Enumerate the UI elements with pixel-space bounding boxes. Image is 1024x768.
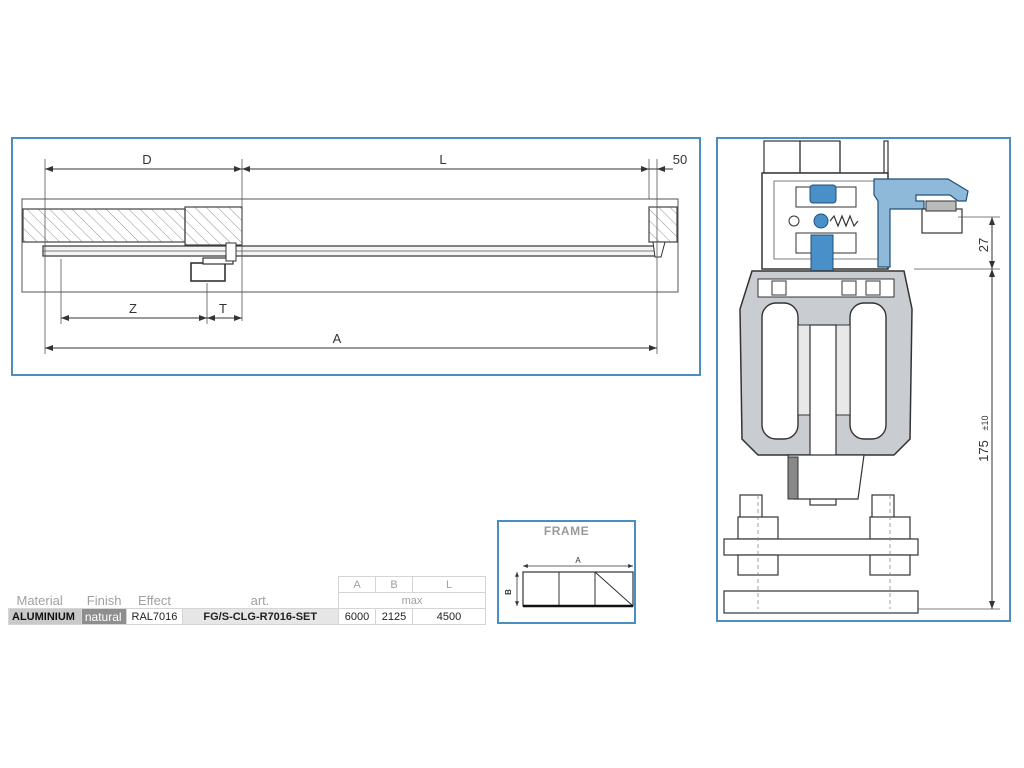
section-svg: 27 175 ±10 bbox=[723, 140, 1000, 614]
dim-label-A: A bbox=[333, 331, 342, 346]
carriage bbox=[190, 262, 226, 282]
header-L: L bbox=[412, 576, 486, 593]
cell-art: FG/S-CLG-R7016-SET bbox=[181, 608, 339, 625]
header-effect: Effect bbox=[137, 593, 171, 608]
spec-data-row: ALUMINIUM natural RAL7016 FG/S-CLG-R7016… bbox=[8, 608, 486, 625]
cell-A: 6000 bbox=[338, 608, 376, 625]
header-A: A bbox=[338, 576, 376, 593]
elevation-svg: D L 50 Z T A bbox=[21, 152, 687, 354]
bolt-shaft-highlight bbox=[810, 234, 834, 272]
wheel-left bbox=[761, 302, 799, 440]
spec-max-row: max bbox=[9, 592, 486, 609]
dim-label-D: D bbox=[142, 152, 151, 167]
dim-label-L: L bbox=[439, 152, 446, 167]
cell-material: ALUMINIUM bbox=[8, 608, 82, 625]
elevation-drawing: D L 50 Z T A bbox=[11, 137, 701, 376]
cell-finish: natural bbox=[80, 608, 128, 625]
wall-left bbox=[22, 208, 186, 243]
header-finish: Finish bbox=[86, 593, 122, 608]
frame-dim-A: A bbox=[575, 556, 581, 565]
header-material: Material bbox=[16, 593, 63, 608]
wall-right bbox=[648, 206, 678, 243]
header-art: art. bbox=[250, 593, 270, 608]
dim-label-tolerance: ±10 bbox=[980, 416, 990, 431]
header-max: max bbox=[338, 592, 486, 609]
cell-L: 4500 bbox=[412, 608, 486, 625]
wheel-right bbox=[849, 302, 887, 440]
dim-label-T: T bbox=[219, 301, 227, 316]
frame-title: FRAME bbox=[543, 524, 590, 538]
door-frame-outline bbox=[21, 198, 679, 293]
frame-diagram: FRAME A B bbox=[497, 520, 636, 624]
dim-label-50: 50 bbox=[673, 152, 687, 167]
header-B: B bbox=[375, 576, 413, 593]
frame-dim-B: B bbox=[504, 589, 513, 595]
door-leaf bbox=[184, 206, 243, 246]
spec-header-row: Material Finish Effect art. A B L bbox=[9, 576, 486, 608]
dim-label-27: 27 bbox=[976, 238, 991, 252]
spec-table: Material Finish Effect art. A B L max AL… bbox=[8, 576, 486, 625]
dim-label-Z: Z bbox=[129, 301, 137, 316]
frame-svg: A B bbox=[504, 556, 634, 608]
cross-section-drawing: 27 175 ±10 bbox=[716, 137, 1011, 622]
dim-label-175: 175 bbox=[976, 440, 991, 462]
cell-B: 2125 bbox=[375, 608, 413, 625]
bolt-head-highlight bbox=[809, 184, 837, 204]
cell-effect: RAL7016 bbox=[126, 608, 183, 625]
